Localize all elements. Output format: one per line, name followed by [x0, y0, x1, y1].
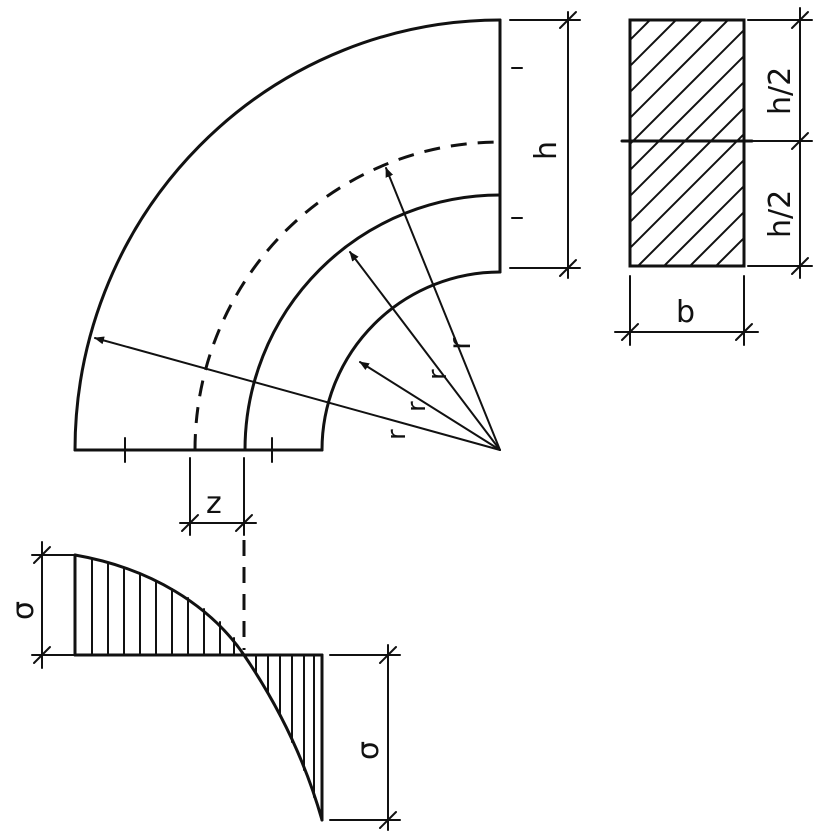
width-label: b [676, 295, 695, 330]
eccentricity-label: z [206, 486, 222, 521]
stress-inner-dimension [329, 644, 401, 831]
centroidal-arc [243, 193, 502, 452]
curved-beam [73, 18, 523, 463]
dim-tick [791, 257, 809, 275]
neutral-axis-arc [193, 140, 501, 451]
eccentricity-dimension [179, 457, 257, 536]
radius-label-inner-1: r [423, 369, 453, 380]
dim-tick [621, 323, 639, 341]
dim-tick [235, 514, 253, 532]
ray-neutral [385, 167, 501, 451]
dim-tick [791, 11, 809, 29]
stress-hatching-outer [91, 558, 235, 656]
inner-arc [320, 270, 502, 452]
height-label: h [529, 141, 564, 160]
section-outline [628, 18, 746, 268]
ray-centroid [349, 251, 501, 451]
section-hatching [630, 20, 744, 266]
dim-tick [791, 132, 809, 150]
stress-hatching-inner [255, 654, 315, 798]
height-dimension [509, 11, 581, 279]
outer-arc [73, 18, 502, 452]
radius-label-inner-2: r [402, 401, 432, 412]
dim-tick [735, 323, 753, 341]
cross-section [620, 18, 754, 268]
half-height-label-top: h/2 [763, 67, 798, 115]
dim-tick [33, 546, 51, 564]
dim-tick [181, 514, 199, 532]
stress-outer-label: σ [6, 601, 41, 620]
stress-outer-dimension [31, 541, 76, 669]
half-height-dimension [747, 7, 813, 279]
dim-tick [33, 646, 51, 664]
dim-tick [559, 259, 577, 277]
width-dimension [614, 275, 759, 346]
radius-label: r [443, 337, 478, 350]
stress-inner-label: σ [351, 741, 386, 760]
half-height-label-bottom: h/2 [763, 190, 798, 238]
ray-inner [359, 361, 501, 451]
stress-curve [73, 553, 324, 822]
dim-tick [379, 646, 397, 664]
dim-tick [559, 11, 577, 29]
stress-diagram [73, 540, 324, 822]
ray-outer [94, 336, 501, 451]
dim-tick [379, 811, 397, 829]
radius-label-inner-3: r [382, 429, 412, 440]
radius-rays [94, 167, 501, 451]
